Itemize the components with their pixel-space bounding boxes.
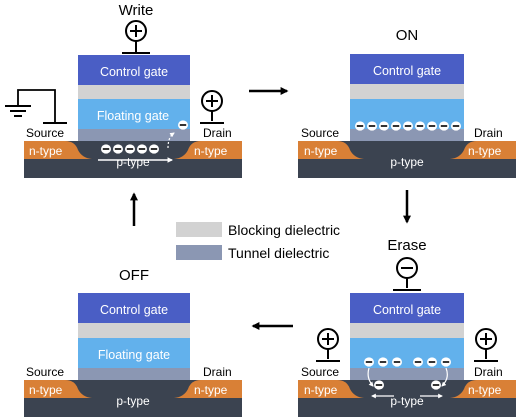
electron-icon (137, 144, 147, 154)
electron-icon (113, 144, 123, 154)
source-region (24, 141, 92, 159)
floating-gate-label: Floating gate (98, 348, 170, 362)
tunnel-dielectric (78, 368, 190, 380)
electron-icon (403, 121, 413, 131)
drain-region (450, 380, 516, 398)
drain-region (174, 141, 242, 159)
electron-icon (125, 144, 135, 154)
channel-electrons (101, 144, 159, 154)
electron-icon (441, 357, 451, 367)
floating-gate-electrons (364, 357, 451, 367)
floating-gate (78, 99, 190, 129)
blocking-dielectric (78, 323, 190, 338)
blocking-dielectric-legend-label: Blocking dielectric (228, 222, 340, 238)
source-label: Source (26, 126, 64, 140)
electron-icon (392, 357, 402, 367)
ground-icon (5, 89, 67, 124)
electron-icon (439, 121, 449, 131)
drain-label: Drain (203, 126, 232, 140)
plus-terminal-icon (122, 20, 150, 54)
blocking-dielectric (78, 85, 190, 99)
source-n-type-label: n-type (29, 383, 63, 397)
p-type-label: p-type (390, 155, 424, 169)
control-gate-label: Control gate (373, 303, 441, 317)
off-title: OFF (119, 267, 149, 284)
tunnel-dielectric (350, 129, 464, 141)
drain-n-type-label: n-type (194, 383, 228, 397)
control-gate-label: Control gate (100, 303, 168, 317)
plus-terminal-icon (200, 90, 224, 124)
electron-icon (355, 121, 365, 131)
electron-icon (378, 357, 388, 367)
electron-icon (379, 121, 389, 131)
control-gate (350, 293, 464, 323)
drain-n-type-label: n-type (194, 144, 228, 158)
electron-icon (364, 357, 374, 367)
drain-label: Drain (203, 365, 232, 379)
minus-terminal-icon (393, 257, 421, 291)
p-type-label: p-type (390, 394, 424, 408)
blocking-dielectric-swatch (176, 222, 222, 237)
blocking-dielectric (350, 323, 464, 338)
erase-title: Erase (387, 237, 426, 254)
electron-icon (427, 357, 437, 367)
blocking-dielectric (350, 84, 464, 99)
erase-panel: Erase Control gate n-type n-type p-type … (298, 237, 516, 417)
drain-n-type-label: n-type (468, 383, 502, 397)
drain-label: Drain (474, 126, 503, 140)
plus-terminal-icon (474, 328, 498, 362)
p-type-label: p-type (116, 155, 150, 169)
electron-icon (451, 121, 461, 131)
plus-terminal-icon (316, 328, 340, 362)
injection-arrow (167, 132, 175, 149)
electron-icon (413, 357, 423, 367)
control-gate-label: Control gate (373, 64, 441, 78)
source-label: Source (301, 126, 339, 140)
electron-icon (149, 144, 159, 154)
floating-gate-label: Floating gate (97, 109, 169, 123)
source-n-type-label: n-type (304, 383, 338, 397)
write-panel: Write Control gate Floating gate n-type … (5, 2, 242, 178)
source-label: Source (301, 365, 339, 379)
electron-icon (415, 121, 425, 131)
source-n-type-label: n-type (29, 144, 63, 158)
tunnel-dielectric-swatch (176, 245, 222, 260)
trapped-electrons (355, 121, 461, 131)
source-region (24, 380, 92, 398)
drain-region (450, 141, 516, 159)
tunneling-arrow (367, 367, 374, 387)
tunnel-dielectric (350, 368, 464, 380)
p-type-label: p-type (116, 394, 150, 408)
tunnel-dielectric-legend-label: Tunnel dielectric (228, 245, 329, 261)
electron-icon (431, 380, 441, 390)
drain-region (174, 380, 242, 398)
write-title: Write (119, 2, 154, 19)
control-gate (78, 55, 190, 85)
control-gate-label: Control gate (100, 65, 168, 79)
source-region (298, 141, 364, 159)
source-n-type-label: n-type (304, 144, 338, 158)
source-region (298, 380, 364, 398)
electron-icon (101, 144, 111, 154)
on-panel: ON Control gate n-type n-type p-type Sou… (298, 27, 516, 178)
drain-label: Drain (474, 365, 503, 379)
floating-gate (78, 338, 190, 368)
electron-icon (427, 121, 437, 131)
off-panel: OFF Control gate Floating gate n-type n-… (24, 267, 242, 417)
control-gate (78, 293, 190, 323)
tunnel-dielectric (78, 129, 190, 141)
tunneling-arrow (441, 367, 448, 387)
electron-icon (391, 121, 401, 131)
drain-n-type-label: n-type (468, 144, 502, 158)
on-title: ON (396, 27, 419, 44)
source-label: Source (26, 365, 64, 379)
control-gate (350, 54, 464, 84)
electron-icon (374, 380, 384, 390)
electron-icon (367, 121, 377, 131)
legend: Blocking dielectric Tunnel dielectric (176, 222, 340, 261)
electron-icon (178, 120, 188, 130)
